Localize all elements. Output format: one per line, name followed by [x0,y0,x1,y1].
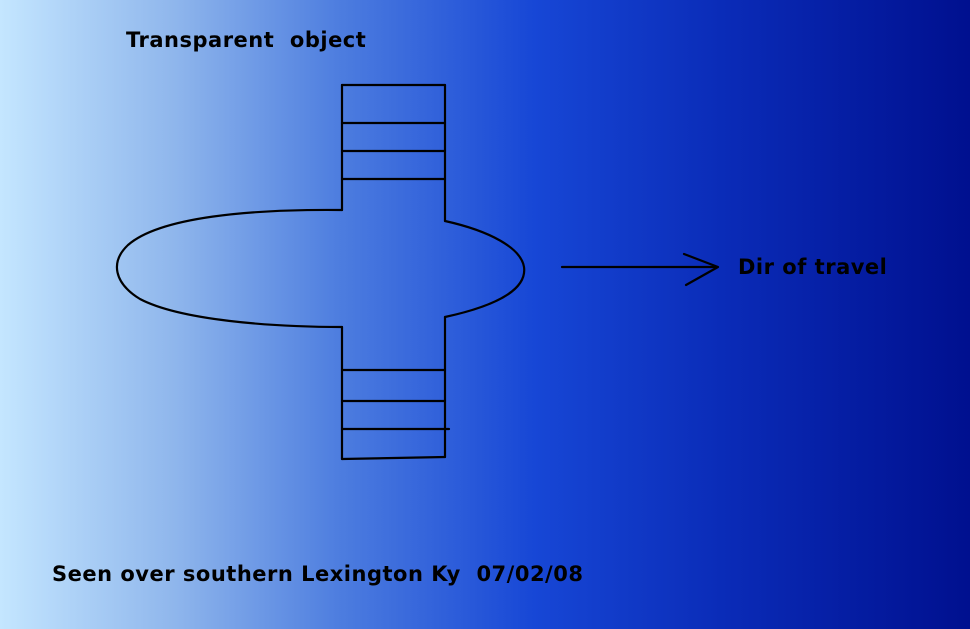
sighting-caption: Seen over southern Lexington Ky 07/02/08 [52,562,584,586]
arrow-head [682,252,720,287]
direction-arrow [560,252,720,287]
diagram-title: Transparent object [126,28,367,52]
saucer-left-lobe [115,208,344,329]
lower-tower [340,315,451,461]
saucer-disc [115,208,526,329]
direction-label: Dir of travel [738,255,888,279]
lower-tower-bottom-edge [340,455,447,461]
saucer-right-lobe [443,219,526,319]
upper-tower [340,83,447,223]
